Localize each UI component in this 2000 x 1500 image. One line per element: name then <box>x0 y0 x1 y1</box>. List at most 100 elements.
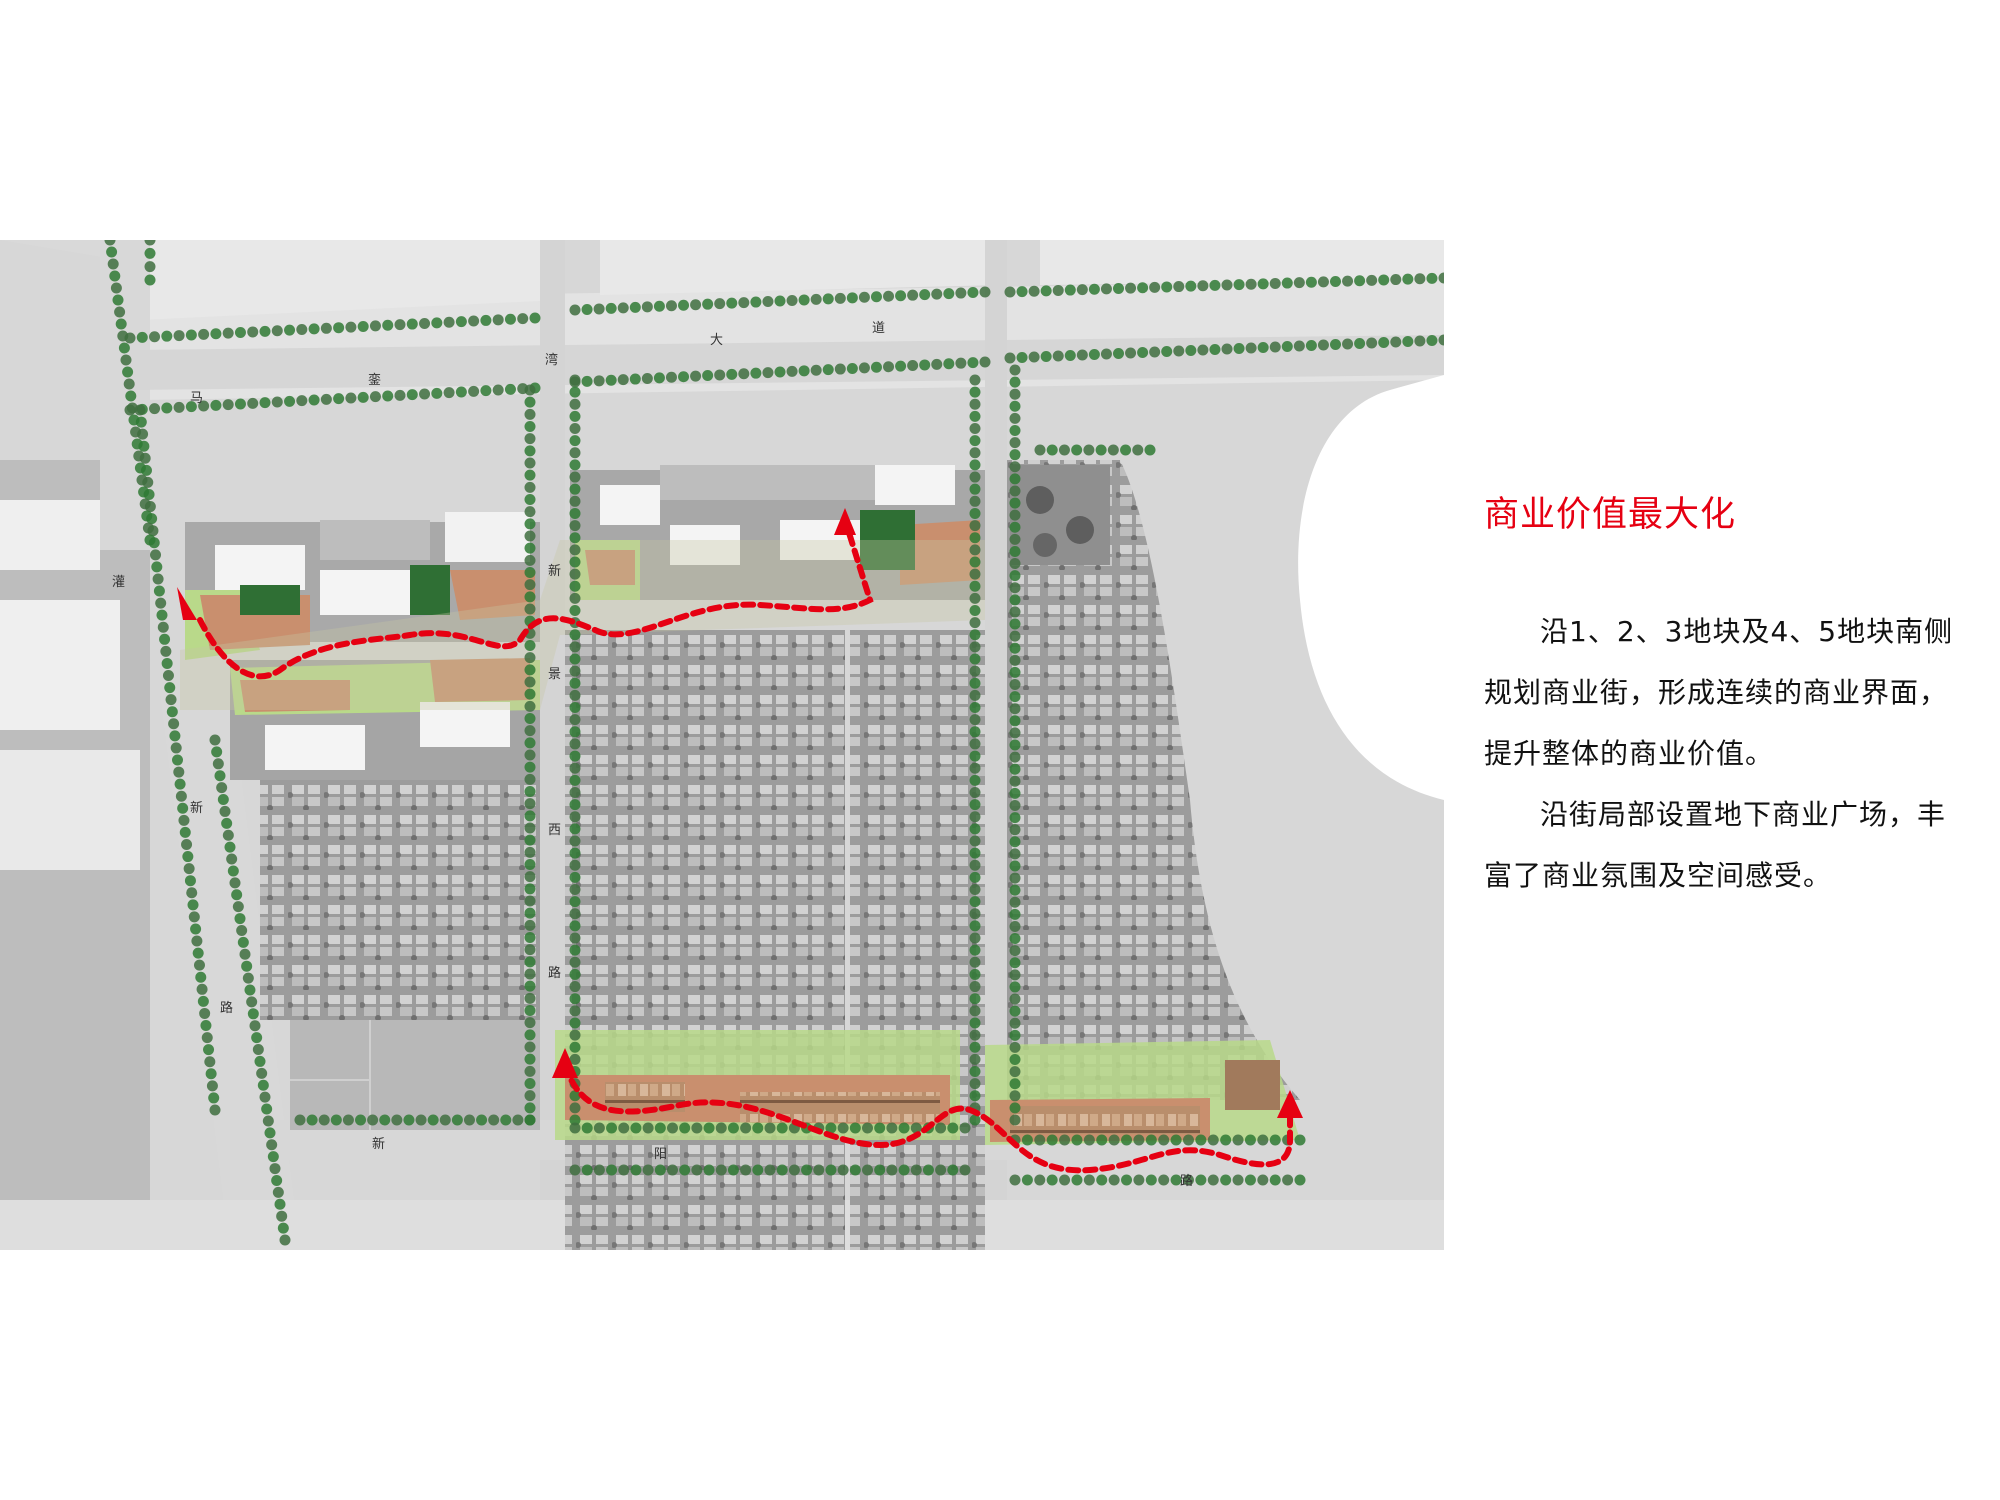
tree <box>569 981 581 993</box>
tree <box>259 325 271 337</box>
tree <box>342 1114 354 1126</box>
tree <box>1028 285 1040 297</box>
tree <box>931 288 943 300</box>
tree <box>1009 1066 1021 1078</box>
tree <box>234 327 246 339</box>
tree <box>144 247 156 259</box>
tree <box>895 360 907 372</box>
tree <box>173 401 185 413</box>
tree <box>1028 351 1040 363</box>
road-char-north-1: 銮 <box>368 372 381 388</box>
road-char-west-0: 灌 <box>112 575 125 590</box>
tree <box>727 1122 739 1134</box>
tree <box>443 316 455 328</box>
tree <box>168 718 180 730</box>
tree <box>969 981 981 993</box>
tree <box>184 875 196 887</box>
commercial-2a <box>240 680 350 712</box>
tree <box>198 328 210 340</box>
tree <box>239 948 251 960</box>
tree <box>181 838 193 850</box>
tree <box>308 394 320 406</box>
tree <box>524 640 536 651</box>
tree <box>1402 273 1414 285</box>
tree <box>1064 350 1076 361</box>
villa-block-west <box>260 780 540 1020</box>
tree <box>1009 570 1021 582</box>
tree <box>524 433 536 445</box>
tree <box>524 384 536 396</box>
tree <box>195 971 207 983</box>
tree <box>524 518 536 530</box>
tree <box>210 328 222 340</box>
tree <box>170 742 182 754</box>
tree <box>569 677 581 689</box>
tree <box>1009 727 1021 739</box>
tree <box>834 363 846 375</box>
route-arrow-icon <box>552 1048 578 1078</box>
tree <box>606 1164 618 1176</box>
tree <box>107 258 119 270</box>
tree <box>665 371 677 383</box>
tree <box>726 368 738 380</box>
tree <box>1170 1134 1182 1146</box>
tree <box>581 375 593 387</box>
tree <box>179 826 191 838</box>
tree <box>1220 1174 1232 1186</box>
tree <box>738 297 750 309</box>
tree <box>206 1080 218 1092</box>
tree <box>569 304 581 316</box>
tree <box>1009 1029 1021 1041</box>
tree <box>569 689 581 701</box>
tree <box>1133 1134 1145 1146</box>
tree <box>524 591 536 603</box>
tree <box>969 471 981 483</box>
tree <box>1354 338 1366 349</box>
tree <box>979 356 991 368</box>
tree <box>524 919 536 931</box>
tree <box>153 585 165 597</box>
tree <box>451 1114 463 1126</box>
tree <box>1009 1078 1021 1090</box>
east-road <box>985 240 1007 1250</box>
tree <box>271 396 283 408</box>
tree <box>969 835 981 847</box>
tree <box>1009 449 1021 461</box>
tree <box>517 313 529 325</box>
tree <box>241 960 253 972</box>
tree <box>846 292 858 304</box>
tree <box>524 883 536 895</box>
tree <box>959 1164 971 1176</box>
tree <box>569 435 581 447</box>
tree <box>227 865 239 877</box>
commercial-2b <box>430 658 530 702</box>
tree <box>969 714 981 726</box>
tree <box>874 1122 886 1134</box>
tree <box>524 664 536 676</box>
tree <box>569 956 581 968</box>
tree <box>1004 286 1016 298</box>
tree <box>1009 836 1021 848</box>
tree <box>919 289 931 301</box>
tree <box>969 374 981 386</box>
north-road <box>130 335 1444 390</box>
tree <box>267 1151 279 1163</box>
tree <box>629 301 641 313</box>
tree <box>172 754 183 766</box>
tree <box>569 471 581 483</box>
tree <box>1009 775 1021 787</box>
tree <box>524 1041 536 1053</box>
tree <box>752 1122 764 1134</box>
tree <box>169 730 181 742</box>
tree <box>569 629 581 641</box>
tree <box>825 1122 837 1134</box>
tree <box>144 274 156 286</box>
tree <box>969 641 981 653</box>
tree <box>1185 345 1197 356</box>
tree <box>969 993 981 1005</box>
tree <box>1173 345 1185 357</box>
tree <box>256 1067 268 1079</box>
tree <box>569 398 581 410</box>
tree <box>403 1114 415 1126</box>
tree <box>524 907 536 919</box>
